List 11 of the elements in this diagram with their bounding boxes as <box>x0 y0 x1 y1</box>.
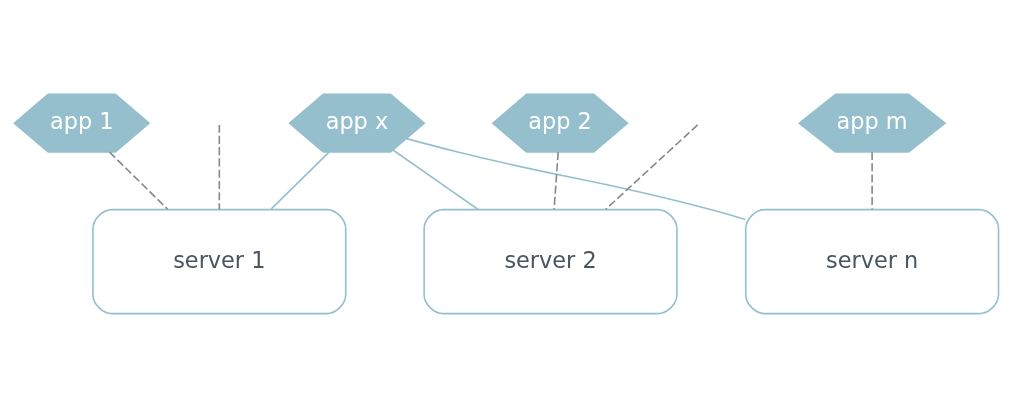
connector <box>270 151 330 210</box>
connector <box>218 124 221 211</box>
connector <box>392 149 479 211</box>
node-box: server n <box>744 208 1000 315</box>
connector <box>405 137 747 221</box>
connector <box>871 151 873 210</box>
connector <box>553 151 559 210</box>
node-box: server 1 <box>92 208 347 315</box>
connector <box>108 151 169 210</box>
node-box: server 2 <box>423 208 678 315</box>
connector <box>604 124 699 211</box>
